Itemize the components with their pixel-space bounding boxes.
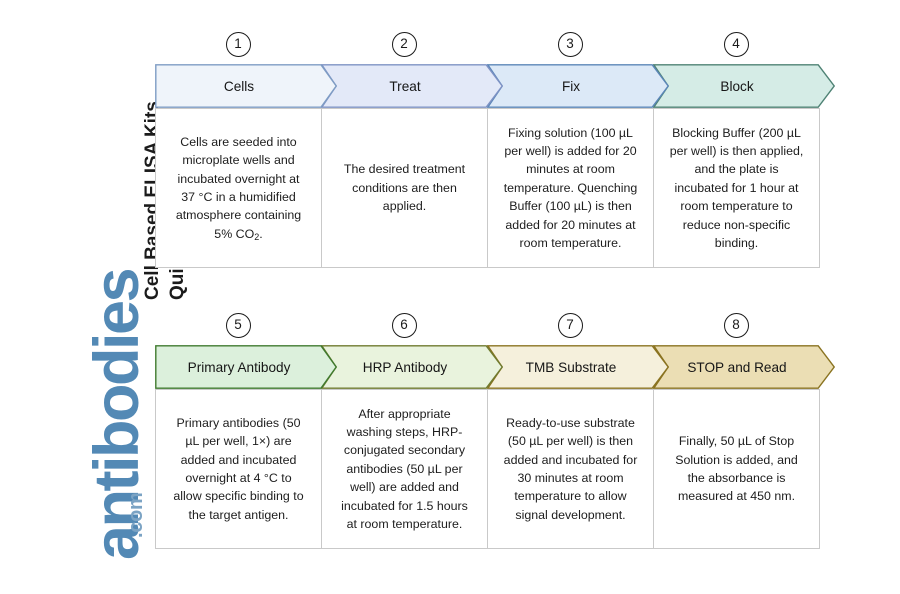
description-text-1: Cells are seeded into microplate wells a…: [175, 134, 302, 242]
step-number-7: 7: [557, 313, 583, 338]
description-text-6: After appropriate washing steps, HRP-con…: [341, 406, 468, 531]
description-box-3: Fixing solution (100 µL per well) is add…: [487, 108, 654, 268]
step-number-6: 6: [391, 313, 417, 338]
left-rail: Cell Based ELISA Kits Quick Protocol ant…: [0, 0, 188, 594]
description-box-1: Cells are seeded into microplate wells a…: [155, 108, 322, 268]
chevron-step-4[interactable]: Block: [653, 64, 835, 108]
chevron-label-3: Fix: [561, 78, 581, 94]
step-number-1: 1: [225, 32, 251, 57]
description-text-2: The desired treatment conditions are the…: [343, 162, 466, 214]
description-box-6: After appropriate washing steps, HRP-con…: [321, 389, 488, 549]
description-box-4: Blocking Buffer (200 µL per well) is the…: [653, 108, 820, 268]
chevron-label-7: TMB Substrate: [525, 359, 617, 375]
step-number-4: 4: [723, 32, 749, 57]
chevron-step-1[interactable]: Cells: [155, 64, 337, 108]
chevron-step-2[interactable]: Treat: [321, 64, 503, 108]
logo-tld: .com: [125, 492, 147, 538]
chevron-label-2: Treat: [389, 78, 421, 94]
chevron-step-6[interactable]: HRP Antibody: [321, 345, 503, 389]
description-box-5: Primary antibodies (50 µL per well, 1×) …: [155, 389, 322, 549]
step-number-3: 3: [557, 32, 583, 57]
chevron-label-4: Block: [720, 78, 754, 94]
step-number-5: 5: [225, 313, 251, 338]
description-text-8: Finally, 50 µL of Stop Solution is added…: [675, 434, 798, 504]
chevron-label-8: STOP and Read: [687, 359, 787, 375]
description-box-7: Ready-to-use substrate (50 µL per well) …: [487, 389, 654, 549]
chevron-step-5[interactable]: Primary Antibody: [155, 345, 337, 389]
chevron-step-8[interactable]: STOP and Read: [653, 345, 835, 389]
step-number-8: 8: [723, 313, 749, 338]
description-box-2: The desired treatment conditions are the…: [321, 108, 488, 268]
chevron-step-7[interactable]: TMB Substrate: [487, 345, 669, 389]
chevron-label-5: Primary Antibody: [187, 359, 291, 375]
step-number-2: 2: [391, 32, 417, 57]
chevron-label-6: HRP Antibody: [362, 359, 448, 375]
description-text-3: Fixing solution (100 µL per well) is add…: [503, 125, 638, 250]
description-text-4: Blocking Buffer (200 µL per well) is the…: [669, 125, 804, 250]
chevron-label-1: Cells: [223, 78, 255, 94]
description-text-5: Primary antibodies (50 µL per well, 1×) …: [173, 415, 304, 522]
description-box-8: Finally, 50 µL of Stop Solution is added…: [653, 389, 820, 549]
chevron-step-3[interactable]: Fix: [487, 64, 669, 108]
description-text-7: Ready-to-use substrate (50 µL per well) …: [503, 415, 638, 522]
